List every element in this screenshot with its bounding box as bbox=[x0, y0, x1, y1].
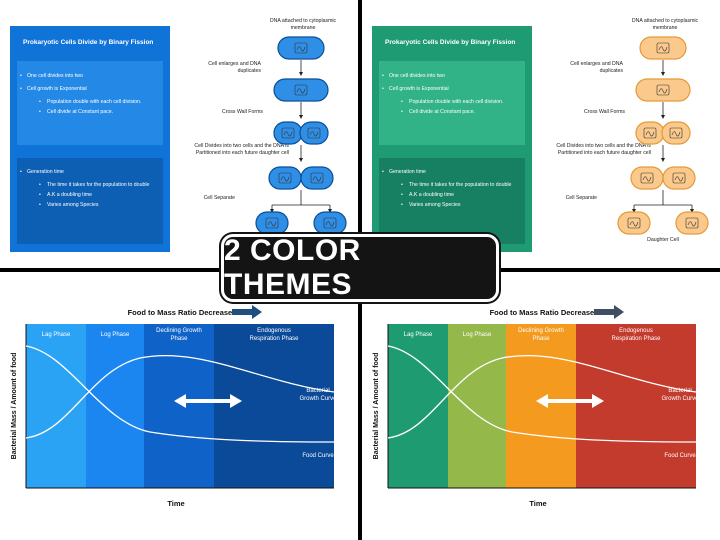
step-label: Cell Divides into two cells and the DNA … bbox=[556, 143, 651, 156]
bullet-item: Varies among Species bbox=[17, 202, 163, 208]
x-axis-label: Time bbox=[529, 499, 546, 508]
x-axis-label: Time bbox=[167, 499, 184, 508]
bullet-item: Generation time bbox=[17, 169, 163, 175]
cell-cross-wall-right bbox=[661, 121, 691, 145]
bullet-item: Population double with each cell divisio… bbox=[379, 99, 525, 105]
cell-enlarged bbox=[635, 78, 691, 102]
y-axis-label: Bacterial Mass / Amount of food bbox=[11, 353, 18, 460]
step-label: DNA attached to cytoplasmic membrane bbox=[631, 18, 699, 31]
info-panel: Prokaryotic Cells Divide by Binary Fissi… bbox=[10, 26, 170, 252]
cell-dna-attached bbox=[639, 36, 687, 60]
bullet-item: Cell growth is Exponential bbox=[17, 86, 163, 92]
cell-divided-right bbox=[300, 166, 334, 190]
bullet-item: One cell divides into two bbox=[379, 73, 525, 79]
phase-band bbox=[576, 324, 696, 488]
daughter-cell-right bbox=[313, 211, 347, 235]
step-label: Cell Separate bbox=[203, 195, 235, 201]
step-label: Cell enlarges and DNA duplicates bbox=[570, 61, 623, 74]
step-label: Daughter Cell bbox=[647, 237, 679, 243]
phase-band bbox=[144, 324, 214, 488]
bullet-item: A.K a doubling time bbox=[379, 192, 525, 198]
bacterial-growth-curve bbox=[25, 354, 335, 439]
food-mass-ratio-header: Food to Mass Ratio Decreases bbox=[128, 308, 237, 317]
bacterial-growth-curve bbox=[387, 354, 697, 439]
theme-blue-fission-slide: Prokaryotic Cells Divide by Binary Fissi… bbox=[0, 0, 358, 268]
food-curve-label: Food Curve bbox=[664, 453, 696, 459]
daughter-cell-left bbox=[617, 211, 651, 235]
double-arrow-icon bbox=[174, 394, 242, 408]
phase-band bbox=[448, 324, 506, 488]
info-box-division: One cell divides into twoCell growth is … bbox=[379, 61, 525, 145]
cell-divided-right bbox=[662, 166, 696, 190]
step-label: Cross Wall Forms bbox=[583, 109, 625, 115]
phase-band bbox=[214, 324, 334, 488]
phase-label: Log Phase bbox=[101, 332, 130, 338]
cell-dna-attached bbox=[277, 36, 325, 60]
cell-cross-wall-left bbox=[273, 121, 303, 145]
color-themes-banner: 2 COLOR THEMES bbox=[221, 234, 499, 302]
theme-green-fission-slide: Prokaryotic Cells Divide by Binary Fissi… bbox=[362, 0, 720, 268]
food-curve bbox=[25, 345, 335, 443]
bullet-item: Cell growth is Exponential bbox=[379, 86, 525, 92]
y-axis-label: Bacterial Mass / Amount of food bbox=[373, 353, 380, 460]
double-arrow-icon bbox=[536, 394, 604, 408]
phase-label: Lag Phase bbox=[404, 332, 433, 338]
bullet-item: Cell divide at Constant pace. bbox=[379, 109, 525, 115]
cell-cross-wall-right bbox=[299, 121, 329, 145]
cell-cross-wall-left bbox=[635, 121, 665, 145]
bullet-item: The time it takes for the population to … bbox=[17, 182, 163, 188]
step-label: Cross Wall Forms bbox=[221, 109, 263, 115]
bullet-item: The time it takes for the population to … bbox=[379, 182, 525, 188]
bullet-item: Generation time bbox=[379, 169, 525, 175]
step-label: Cell enlarges and DNA duplicates bbox=[208, 61, 261, 74]
cell-divided-left bbox=[268, 166, 302, 190]
phase-label: Lag Phase bbox=[42, 332, 71, 338]
daughter-cell-right bbox=[675, 211, 709, 235]
food-curve bbox=[387, 345, 697, 443]
right-arrow-icon bbox=[594, 305, 624, 319]
info-panel: Prokaryotic Cells Divide by Binary Fissi… bbox=[372, 26, 532, 252]
info-box-generation: Generation timeThe time it takes for the… bbox=[379, 158, 525, 244]
step-label: Cell Separate bbox=[565, 195, 597, 201]
panel-title: Prokaryotic Cells Divide by Binary Fissi… bbox=[23, 39, 154, 46]
step-label: Cell Divides into two cells and the DNA … bbox=[194, 143, 289, 156]
phase-label: Log Phase bbox=[463, 332, 492, 338]
bullet-item: Population double with each cell divisio… bbox=[17, 99, 163, 105]
bullet-item: Cell divide at Constant pace. bbox=[17, 109, 163, 115]
food-mass-ratio-header: Food to Mass Ratio Decreases bbox=[490, 308, 599, 317]
right-arrow-icon bbox=[232, 305, 262, 319]
daughter-cell-left bbox=[255, 211, 289, 235]
panel-title: Prokaryotic Cells Divide by Binary Fissi… bbox=[385, 39, 516, 46]
info-box-division: One cell divides into twoCell growth is … bbox=[17, 61, 163, 145]
food-curve-label: Food Curve bbox=[302, 453, 334, 459]
step-label: DNA attached to cytoplasmic membrane bbox=[269, 18, 337, 31]
phase-band bbox=[86, 324, 144, 488]
info-box-generation: Generation timeThe time it takes for the… bbox=[17, 158, 163, 244]
cell-enlarged bbox=[273, 78, 329, 102]
bullet-item: Varies among Species bbox=[379, 202, 525, 208]
cell-divided-left bbox=[630, 166, 664, 190]
phase-band bbox=[506, 324, 576, 488]
bullet-item: One cell divides into two bbox=[17, 73, 163, 79]
bullet-item: A.K a doubling time bbox=[17, 192, 163, 198]
